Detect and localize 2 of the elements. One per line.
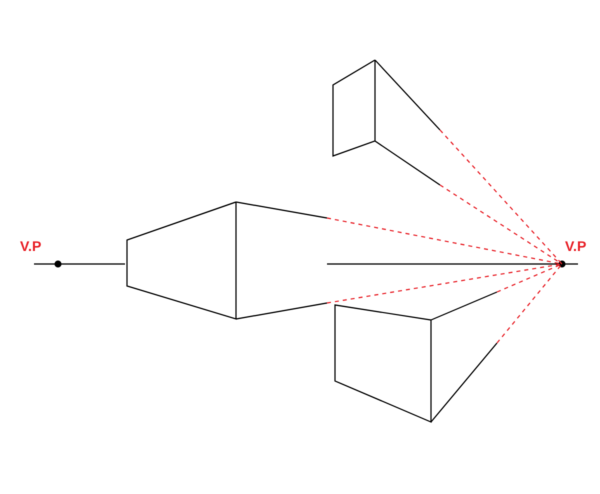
vanishing-point-label: V.P [565,238,586,254]
vanishing-point-label: V.P [20,238,42,254]
